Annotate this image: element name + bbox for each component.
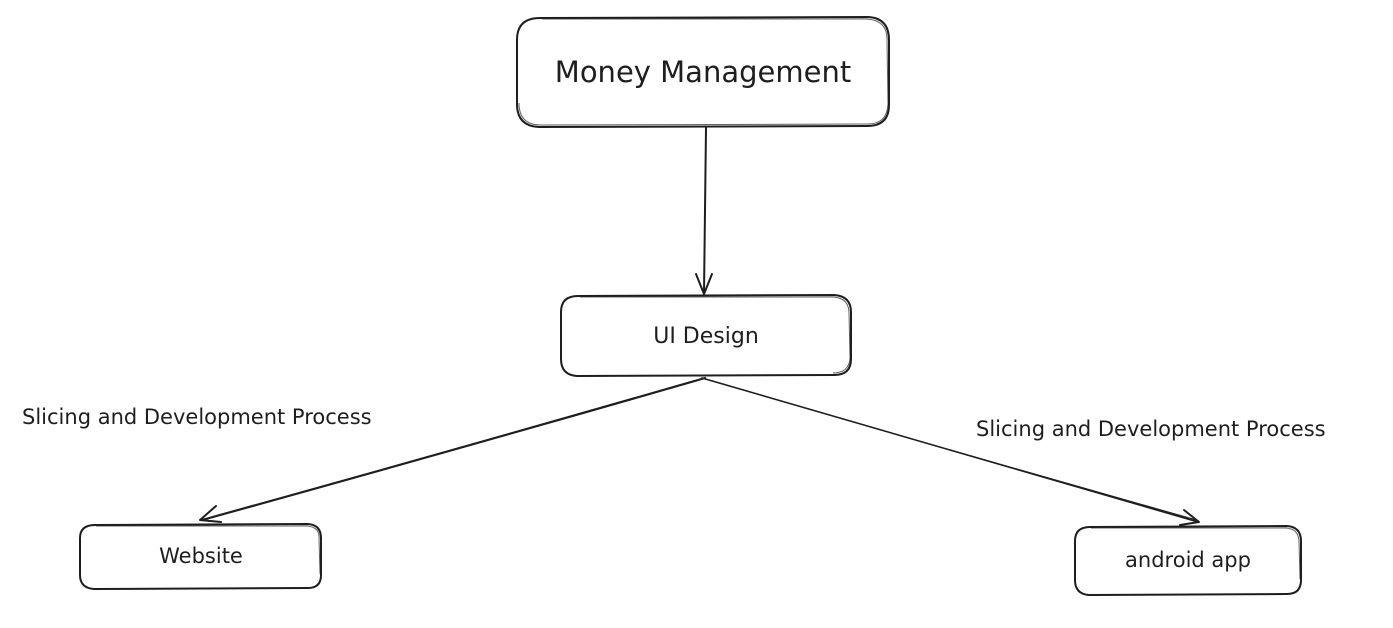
- node-ui-design[interactable]: UI Design: [560, 294, 852, 377]
- node-money-management-box-sketch: [518, 18, 889, 126]
- arrow-ui-to-android-head: [1179, 509, 1200, 526]
- node-android-app[interactable]: android app: [1074, 525, 1302, 596]
- edge-label-to-android: Slicing and Development Process: [976, 417, 1326, 441]
- node-money-management-box: [516, 16, 890, 128]
- edge-label-to-website: Slicing and Development Process: [22, 405, 372, 429]
- node-website-box-sketch: [96, 525, 321, 575]
- arrow-ui-to-android: [701, 377, 1200, 526]
- node-money-management[interactable]: Money Management: [516, 16, 890, 128]
- arrow-ui-to-website-head: [199, 505, 222, 523]
- node-android-app-box: [1074, 525, 1302, 596]
- node-website-label: Website: [159, 544, 243, 568]
- node-website-box: [79, 523, 322, 590]
- node-android-app-box-sketch: [1091, 527, 1301, 580]
- arrow-ui-to-website: [199, 376, 707, 523]
- node-ui-design-label: UI Design: [653, 324, 759, 349]
- arrow-ui-to-android-shaft-sketch: [949, 449, 1197, 521]
- node-ui-design-box-sketch: [580, 296, 851, 374]
- arrow-money-to-ui-head: [695, 273, 713, 295]
- arrow-money-to-ui-shaft: [703, 127, 707, 294]
- arrow-ui-to-website-shaft: [200, 376, 707, 522]
- arrow-money-to-ui: [695, 127, 713, 295]
- node-android-app-label: android app: [1125, 548, 1251, 572]
- node-website[interactable]: Website: [79, 523, 322, 590]
- node-money-management-label: Money Management: [555, 55, 851, 89]
- node-ui-design-box: [560, 294, 852, 377]
